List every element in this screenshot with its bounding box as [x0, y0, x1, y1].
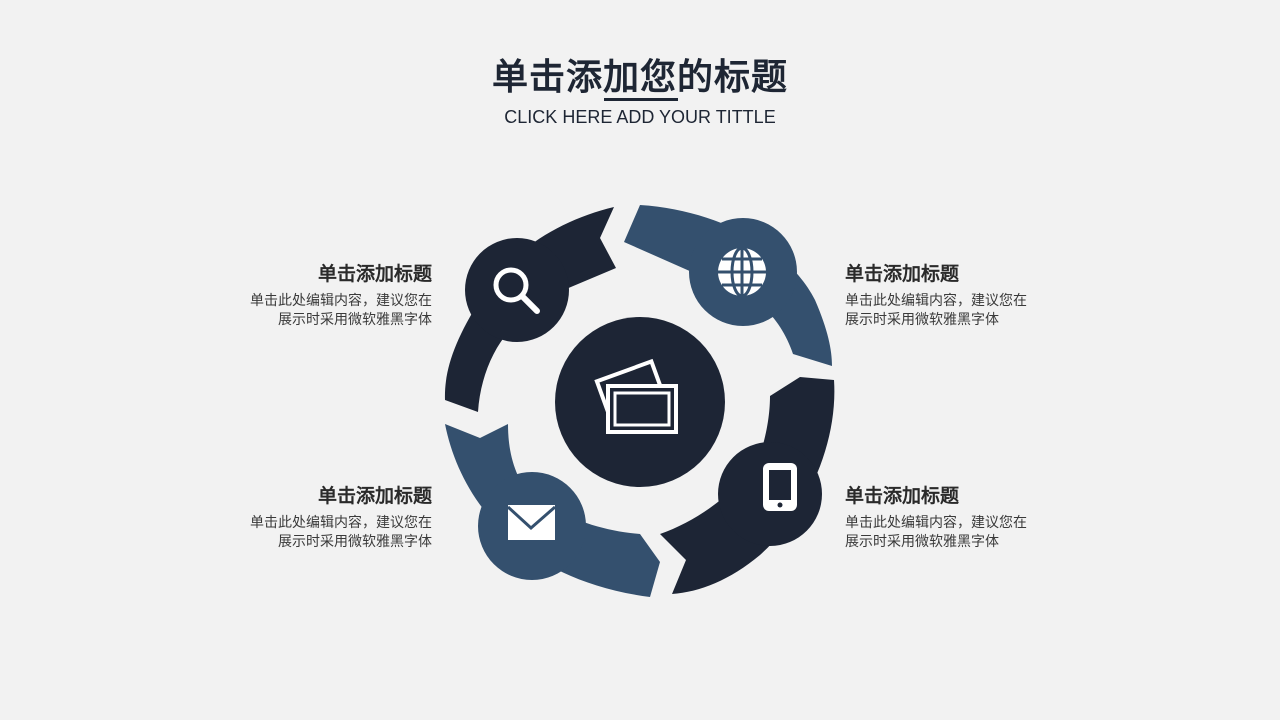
item-top-right: 单击添加标题 单击此处编辑内容，建议您在展示时采用微软雅黑字体: [845, 262, 1085, 330]
item-desc-line2: 展示时采用微软雅黑字体: [278, 312, 432, 328]
item-desc-line2: 展示时采用微软雅黑字体: [278, 534, 432, 550]
item-top-left: 单击添加标题 单击此处编辑内容，建议您在展示时采用微软雅黑字体: [192, 262, 432, 330]
segment-top-left: [444, 207, 616, 412]
photos-icon: [594, 358, 678, 434]
item-title: 单击添加标题: [317, 263, 432, 285]
item-desc-line2: 展示时采用微软雅黑字体: [845, 312, 999, 328]
item-desc-line1: 单击此处编辑内容，建议您在: [845, 515, 1027, 531]
item-desc-line1: 单击此处编辑内容，建议您在: [845, 293, 1027, 309]
item-title: 单击添加标题: [845, 485, 960, 507]
item-title: 单击添加标题: [845, 263, 960, 285]
item-title: 单击添加标题: [317, 485, 432, 507]
magnifier-icon: [493, 267, 540, 314]
item-bottom-left: 单击添加标题 单击此处编辑内容，建议您在展示时采用微软雅黑字体: [192, 484, 432, 552]
item-desc-line1: 单击此处编辑内容，建议您在: [250, 293, 432, 309]
page-title: 单击添加您的标题: [491, 57, 788, 98]
item-desc-line2: 展示时采用微软雅黑字体: [845, 534, 999, 550]
envelope-icon: [506, 505, 556, 540]
phone-icon: [763, 463, 797, 511]
title-underline: [604, 98, 678, 101]
item-desc-line1: 单击此处编辑内容，建议您在: [250, 515, 432, 531]
page-subtitle: CLICK HERE ADD YOUR TITTLE: [504, 107, 776, 127]
item-bottom-right: 单击添加标题 单击此处编辑内容，建议您在展示时采用微软雅黑字体: [845, 484, 1085, 552]
globe-icon: [718, 246, 766, 298]
